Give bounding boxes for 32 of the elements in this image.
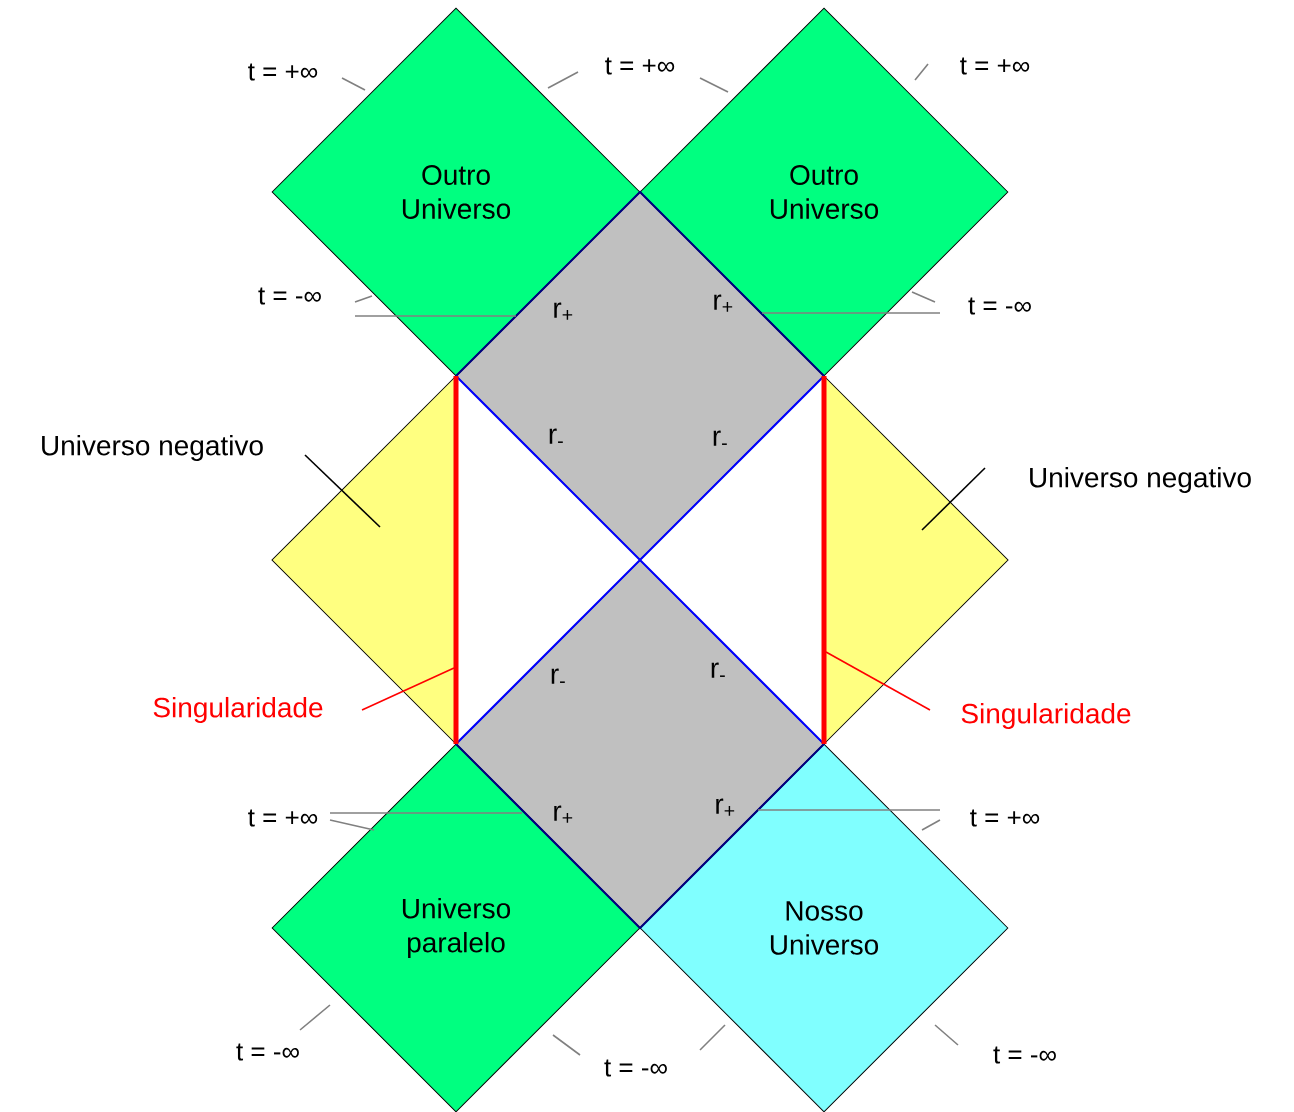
- leader-line: [921, 467, 986, 531]
- region-label: Singularidade: [961, 702, 1131, 730]
- leader-line: [699, 77, 729, 93]
- radius-label: r$_{-}$: [549, 428, 563, 444]
- leader-line: [547, 71, 579, 89]
- radius-label: r$_{+}$: [714, 294, 733, 312]
- radius-label: r$_{-}$: [711, 662, 725, 678]
- leader-line: [914, 63, 929, 81]
- radius-label: r$_{+}$: [554, 805, 573, 823]
- leader-line: [699, 1024, 726, 1051]
- leader-line: [361, 667, 455, 711]
- leader-line: [757, 809, 941, 811]
- leader-line: [329, 819, 375, 831]
- leader-line: [911, 291, 936, 303]
- leader-line: [552, 1034, 581, 1056]
- leader-line: [304, 454, 381, 528]
- leader-line: [329, 812, 523, 814]
- radius-label: r$_{-}$: [713, 430, 727, 446]
- leader-line: [761, 312, 941, 314]
- leader-line: [934, 1024, 959, 1046]
- leader-line: [921, 819, 941, 831]
- leader-line: [354, 315, 517, 317]
- region-label: Universo negativo: [1030, 466, 1251, 494]
- radius-label: r$_{+}$: [716, 798, 735, 816]
- leader-line: [354, 295, 373, 303]
- radius-label: r$_{+}$: [554, 302, 573, 320]
- leader-line: [299, 1004, 331, 1031]
- region-label: Singularidade: [153, 696, 323, 724]
- leader-line: [825, 651, 931, 711]
- region-label: Universo negativo: [42, 434, 263, 462]
- leader-line: [341, 77, 366, 91]
- radius-label: r$_{-}$: [551, 668, 565, 684]
